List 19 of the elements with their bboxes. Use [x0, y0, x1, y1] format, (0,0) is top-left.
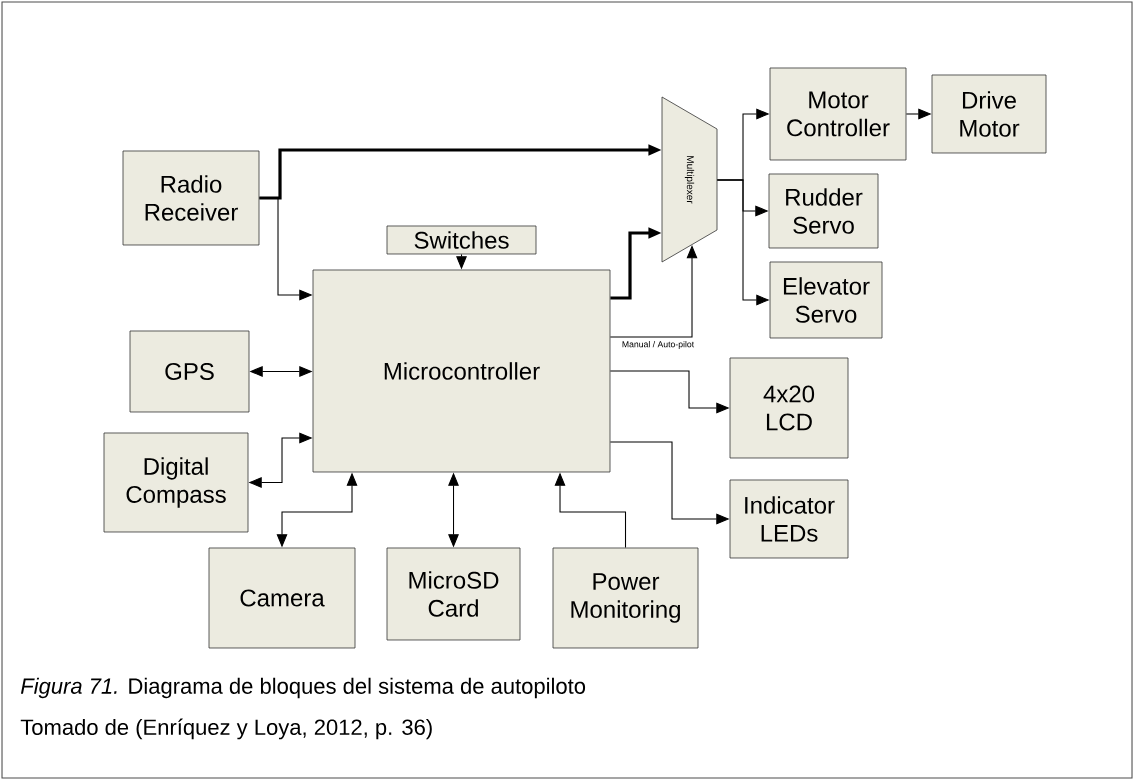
source-note: Tomado de (Enríquez y Loya, 2012, p. 36): [20, 718, 432, 740]
edge-label: Manual / Auto-pilot: [620, 339, 696, 351]
block-box: Camera: [208, 547, 356, 649]
block-box: GPS: [129, 330, 250, 413]
block-box: Microcontroller: [312, 269, 611, 473]
block-box: 4x20 LCD: [729, 357, 849, 459]
block-box: Switches: [386, 225, 537, 255]
block-box: Indicator LEDs: [729, 479, 849, 559]
arrow: [609, 245, 698, 338]
block-box: Drive Motor: [931, 74, 1047, 154]
block-box: Power Monitoring: [552, 547, 699, 649]
block-box: MicroSD Card: [386, 547, 521, 641]
multiplexer-trapezoid: Multiplexer: [661, 96, 718, 263]
figure-caption: Figura 71. Diagrama de bloques del sistema de autopiloto: [20, 677, 586, 699]
block-box: Radio Receiver: [122, 150, 260, 246]
block-box: Elevator Servo: [769, 261, 883, 339]
block-box: Rudder Servo: [768, 173, 879, 249]
block-box: Digital Compass: [103, 432, 249, 533]
block-box: Motor Controller: [769, 67, 907, 161]
